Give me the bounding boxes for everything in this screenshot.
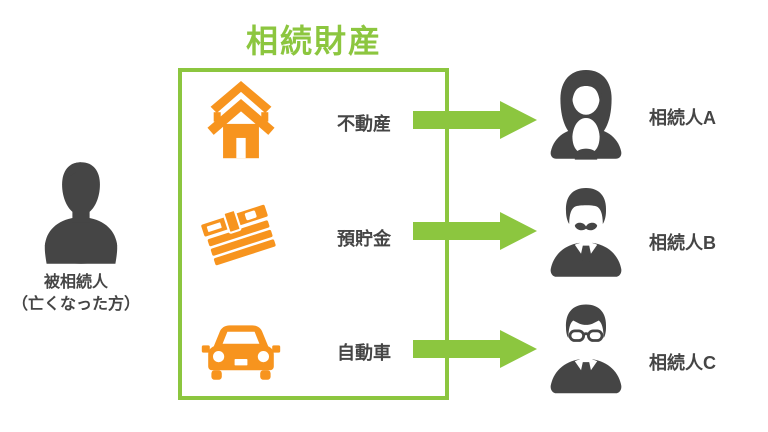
asset-label-real-estate: 不動産	[337, 114, 391, 134]
heir-a-icon woman-silhouette-icon	[546, 68, 626, 160]
house-icon	[202, 79, 280, 161]
decedent-icon person-silhouette-icon	[38, 162, 124, 264]
heir-c-icon man-glasses-silhouette-icon	[546, 301, 626, 396]
heir-b-label: 相続人B	[649, 233, 716, 253]
arrow-right-icon	[413, 211, 537, 251]
car-icon	[201, 316, 281, 386]
decedent-label-line2: （亡くなった方）	[11, 296, 140, 313]
decedent-label: 被相続人 （亡くなった方）	[0, 272, 152, 316]
heir-a-label: 相続人A	[649, 108, 716, 128]
heir-b-icon man-mustache-silhouette-icon	[546, 186, 626, 278]
money-stack-icon	[198, 196, 282, 276]
arrow-right-icon	[413, 329, 537, 369]
asset-label-savings: 預貯金	[337, 229, 391, 249]
diagram-title: 相続財産	[245, 23, 382, 59]
heir-c-label: 相続人C	[649, 353, 716, 373]
decedent-label-line1: 被相続人	[43, 274, 108, 291]
asset-label-car: 自動車	[337, 343, 391, 363]
arrow-right-icon	[413, 100, 537, 140]
